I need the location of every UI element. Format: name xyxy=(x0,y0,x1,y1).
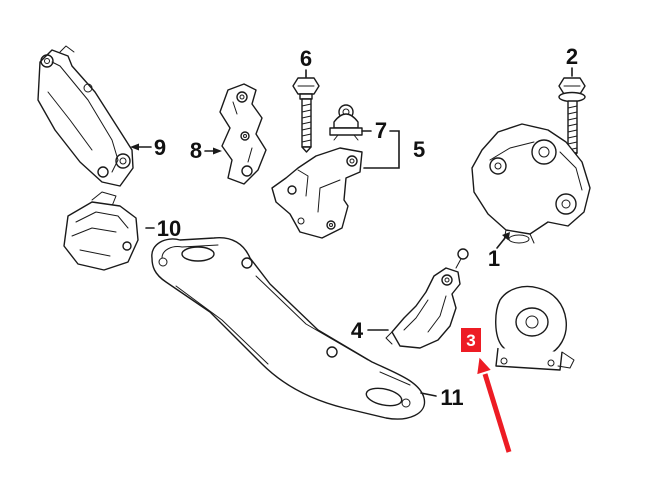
part-8-label: 8 xyxy=(190,138,202,163)
part-1-drawing xyxy=(471,123,591,244)
part-10-drawing xyxy=(63,191,139,271)
part-11: 11 xyxy=(151,237,464,420)
part-9-leader-arrowhead xyxy=(130,143,139,151)
part-4-drawing xyxy=(385,248,469,349)
part-11-drawing xyxy=(151,237,426,420)
part-4: 4 xyxy=(351,248,469,349)
part-9-label: 9 xyxy=(154,135,166,160)
part-10: 10 xyxy=(63,191,181,271)
part-6: 6 xyxy=(292,46,320,153)
part-5-label: 5 xyxy=(413,137,425,162)
highlight-arrow-head xyxy=(477,357,491,375)
part-10-label: 10 xyxy=(157,216,181,241)
part-8-drawing xyxy=(219,83,267,185)
highlight-arrow-shaft xyxy=(482,373,512,453)
part-7-label: 7 xyxy=(375,118,387,143)
part-1: 1 xyxy=(471,123,591,271)
part-11-leader-line xyxy=(420,392,437,397)
part-11-label: 11 xyxy=(440,385,463,410)
part-6-label: 6 xyxy=(300,46,312,71)
part-7: 7 xyxy=(329,104,387,143)
part-8: 8 xyxy=(190,83,267,185)
part-1-leader-arrowhead xyxy=(502,232,510,241)
part-2-label: 2 xyxy=(566,44,578,69)
part-5-bracket-line xyxy=(363,130,400,169)
part-3-highlight-box xyxy=(461,328,481,352)
part-8-leader-arrowhead xyxy=(213,147,222,155)
part-4-label: 4 xyxy=(351,318,364,343)
highlight-arrow xyxy=(477,357,512,453)
part-9-drawing xyxy=(37,45,134,187)
part-3-label: 3 xyxy=(466,331,475,350)
part-5-drawing xyxy=(271,147,363,239)
part-9: 9 xyxy=(37,45,166,187)
part-1-leader-line xyxy=(496,237,506,249)
part-2: 2 xyxy=(558,44,586,160)
part-2-drawing xyxy=(558,77,586,160)
part-5: 5 xyxy=(271,130,425,239)
part-3: 3 xyxy=(461,285,575,371)
part-6-drawing xyxy=(292,77,320,153)
part-1-label: 1 xyxy=(488,246,500,271)
part-3-drawing xyxy=(495,285,575,371)
part-7-drawing xyxy=(329,104,363,141)
